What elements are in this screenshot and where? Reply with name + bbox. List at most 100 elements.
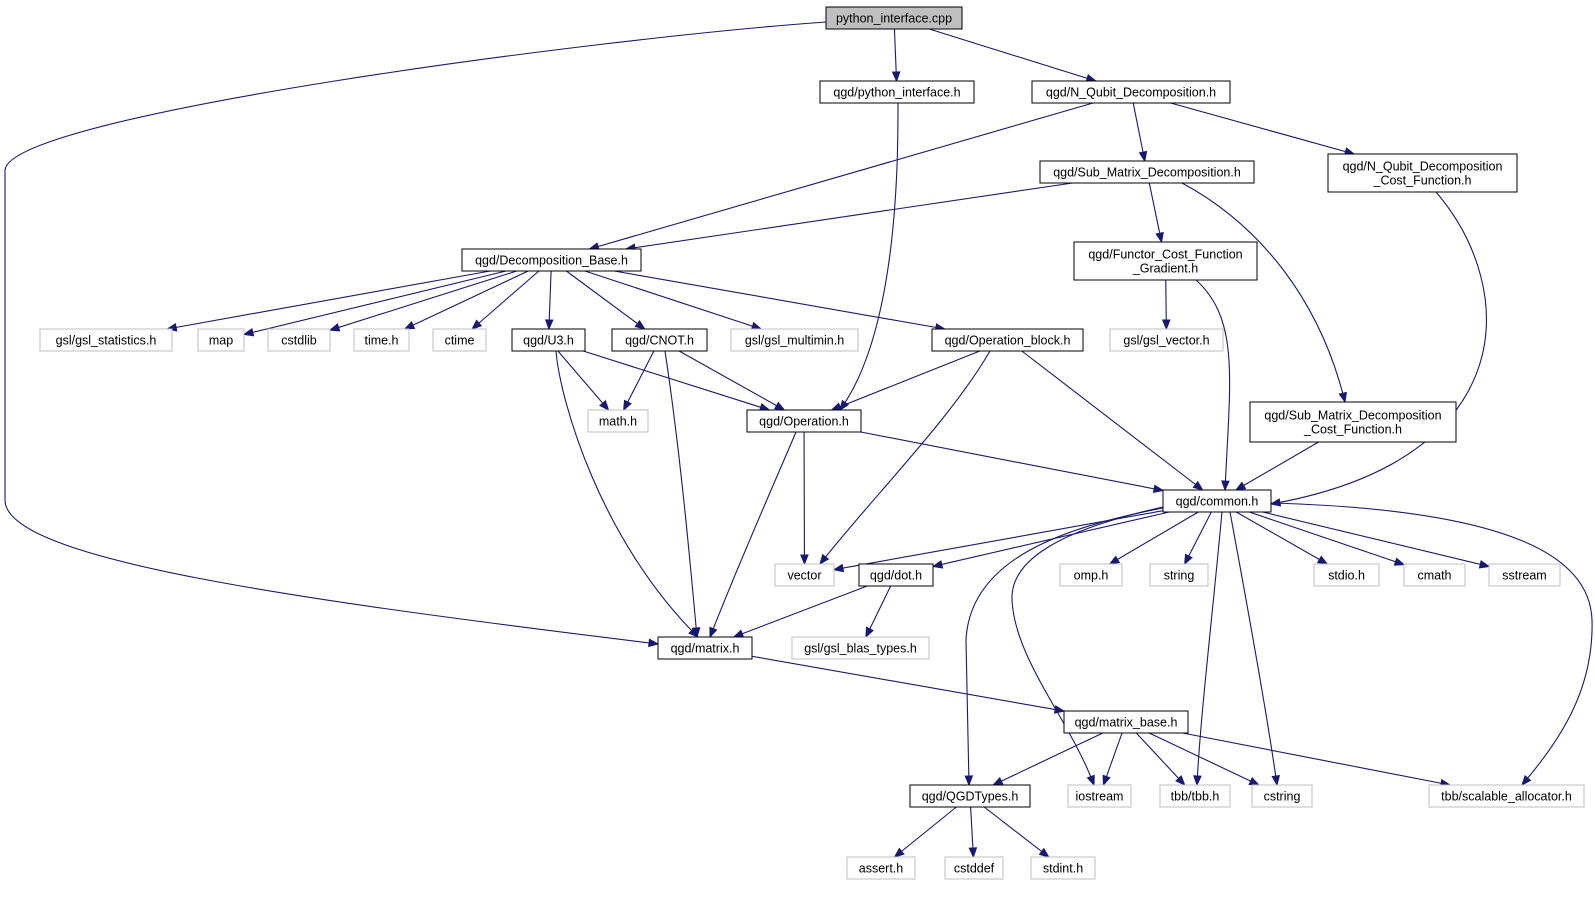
node-label: math.h (599, 415, 637, 429)
node-label: time.h (364, 334, 398, 348)
edge-line (733, 585, 868, 638)
node-box (819, 80, 975, 104)
node-label: gsl/gsl_statistics.h (56, 334, 157, 348)
node-box (774, 563, 835, 587)
node-box (1073, 241, 1258, 281)
edge-arrowhead (1138, 150, 1148, 163)
node-box (432, 328, 487, 352)
node-box (611, 328, 708, 352)
node-qgd-qgdtypes-h[interactable]: qgd/QGDTypes.h (909, 784, 1031, 808)
edge-qgd_matrix_base_h-to-iostream (1102, 732, 1123, 787)
edge-line (404, 270, 529, 330)
edge-arrowhead (599, 399, 610, 412)
node-label: omp.h (1074, 569, 1109, 583)
node-qgd-common-h[interactable]: qgd/common.h (1162, 489, 1272, 513)
node-label: cstddef (954, 862, 995, 876)
edge-arrowhead (1175, 775, 1186, 786)
node-qgd-n-qubit-decomposition-cost-function-h[interactable]: qgd/N_Qubit_Decomposition_Cost_Function.… (1327, 153, 1518, 193)
node-box (1031, 80, 1231, 104)
node-label: qgd/dot.h (870, 569, 922, 583)
edge-line (664, 350, 698, 638)
node-qgd-cnot-h[interactable]: qgd/CNOT.h (611, 328, 708, 352)
edge-qgd_CNOT_h-to-math_h (623, 350, 655, 412)
node-box (1249, 401, 1457, 443)
edge-line (1021, 350, 1204, 491)
node-tbb-scalable-allocator-h: tbb/scalable_allocator.h (1428, 784, 1585, 808)
edge-qgd_Decomposition_Base_h-to-qgd_U3_h (544, 270, 554, 331)
node-box (657, 636, 753, 660)
node-qgd-dot-h[interactable]: qgd/dot.h (858, 563, 934, 587)
edge-arrowhead (1038, 847, 1050, 858)
edge-qgd_matrix_h-to-qgd_matrix_base_h (751, 655, 1066, 714)
node-label: _Cost_Function.h (1373, 174, 1472, 188)
edge-qgd_Decomposition_Base_h-to-qgd_Operation_block_h (614, 270, 947, 332)
node-label: qgd/Operation_block.h (945, 334, 1071, 348)
node-label: qgd/CNOT.h (625, 334, 694, 348)
edge-line (1148, 182, 1163, 243)
edge-arrowhead (1102, 774, 1111, 787)
edge-qgd_dot_h-to-qgd_matrix_h (732, 585, 868, 638)
edge-qgd_Decomposition_Base_h-to-cstdlib (328, 270, 517, 332)
node-box (1403, 563, 1466, 587)
edge-qgd_Sub_Matrix_Decomposition_h-to-qgd_Functor_Cost_Function_Gradient_h (1148, 182, 1164, 244)
edge-qgd_U3_h-to-math_h (557, 350, 610, 412)
node-qgd-sub-matrix-decomposition-cost-function-h[interactable]: qgd/Sub_Matrix_Decomposition_Cost_Functi… (1249, 401, 1457, 443)
edge-qgd_Decomposition_Base_h-to-gsl_gsl_statistics_h (165, 270, 491, 332)
edge-qgd_common_h-to-cstring (1229, 511, 1280, 787)
edge-arrowhead (1478, 560, 1491, 569)
edge-qgd_Decomposition_Base_h-to-gsl_gsl_multimin_h (584, 270, 763, 331)
node-label: tbb/scalable_allocator.h (1441, 790, 1572, 804)
node-box (1067, 784, 1132, 808)
edge-qgd_Decomposition_Base_h-to-qgd_CNOT_h (566, 270, 646, 330)
node-qgd-operation-h[interactable]: qgd/Operation.h (746, 409, 862, 433)
node-gsl-gsl-blas-types-h: gsl/gsl_blas_types.h (791, 636, 930, 660)
edge-arrowhead (242, 327, 255, 337)
node-box (825, 6, 963, 30)
node-label: ctime (445, 334, 475, 348)
node-sstream: sstream (1488, 563, 1561, 587)
node-box (1039, 160, 1255, 184)
edge-line (623, 350, 655, 411)
edge-arrowhead (634, 319, 646, 330)
edge-arrowhead (691, 627, 701, 639)
edge-qgd_dot_h-to-gsl_gsl_blas_types_h (865, 585, 892, 639)
node-label: qgd/QGDTypes.h (922, 790, 1019, 804)
edge-qgd_common_h-to-omp_h (1108, 511, 1199, 565)
edge-line (860, 431, 1164, 492)
node-qgd-n-qubit-decomposition-h[interactable]: qgd/N_Qubit_Decomposition.h (1031, 80, 1231, 104)
node-label: qgd/matrix.h (671, 642, 740, 656)
node-label: qgd/N_Qubit_Decomposition (1343, 160, 1503, 174)
node-cstring: cstring (1251, 784, 1313, 808)
node-qgd-functor-cost-function-gradient-h[interactable]: qgd/Functor_Cost_Function_Gradient.h (1073, 241, 1258, 281)
edge-qgd_Operation_block_h-to-vector (819, 350, 991, 566)
edge-qgd_common_h-to-sstream (1262, 511, 1491, 569)
edge-qgd_CNOT_h-to-qgd_Operation_h (678, 350, 786, 411)
edge-python_interface_cpp-to-qgd_matrix_h (4, 21, 827, 648)
node-box (1149, 563, 1209, 587)
edge-qgd_Operation_h-to-vector (800, 431, 809, 566)
node-qgd-python-interface-h[interactable]: qgd/python_interface.h (819, 80, 975, 104)
node-box (909, 784, 1031, 808)
node-qgd-sub-matrix-decomposition-h[interactable]: qgd/Sub_Matrix_Decomposition.h (1039, 160, 1255, 184)
node-qgd-decomposition-base-h[interactable]: qgd/Decomposition_Base.h (461, 248, 642, 272)
node-box (791, 636, 930, 660)
edge-arrowhead (648, 638, 660, 648)
node-qgd-u3-h[interactable]: qgd/U3.h (511, 328, 586, 352)
edge-line (1262, 511, 1490, 567)
edge-qgd_N_Qubit_Decomposition_Cost_Function_h-to-qgd_common_h (1269, 191, 1487, 507)
edge-arrowhead (732, 629, 745, 638)
node-qgd-operation-block-h[interactable]: qgd/Operation_block.h (931, 328, 1084, 352)
node-box (746, 409, 862, 433)
edge-qgd_common_h-to-tbb_tbb_h (1193, 511, 1223, 787)
edge-arrowhead (832, 563, 845, 573)
node-python-interface-cpp[interactable]: python_interface.cpp (825, 6, 963, 30)
node-box (1313, 563, 1380, 587)
node-stdio-h: stdio.h (1313, 563, 1380, 587)
node-box (1162, 489, 1272, 513)
node-qgd-matrix-h[interactable]: qgd/matrix.h (657, 636, 753, 660)
node-qgd-matrix-base-h[interactable]: qgd/matrix_base.h (1063, 710, 1189, 734)
edge-arrowhead (1192, 480, 1204, 491)
node-label: map (209, 334, 233, 348)
node-box (1063, 710, 1189, 734)
edge-line (1182, 732, 1451, 786)
